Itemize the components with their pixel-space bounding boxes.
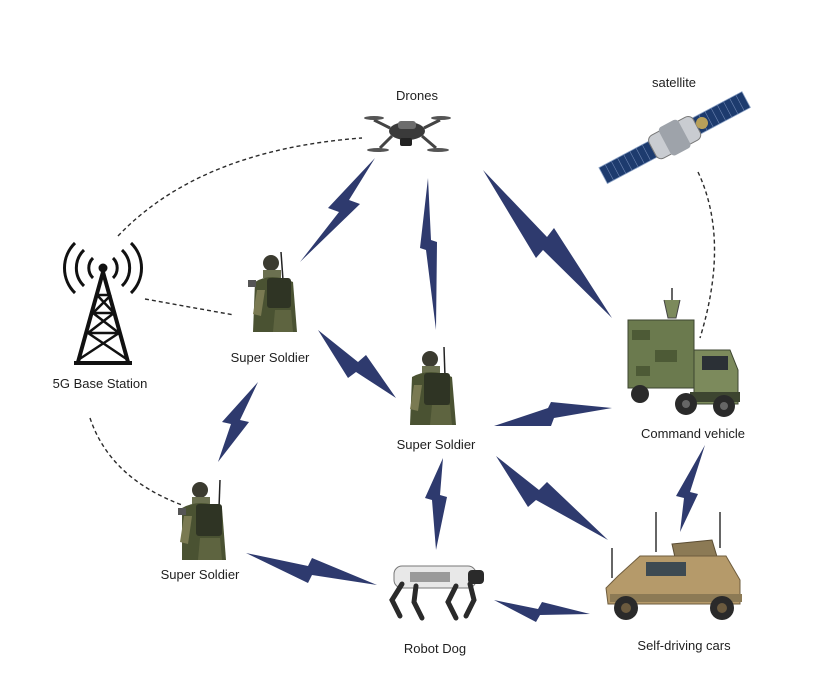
soldier-icon xyxy=(178,479,226,560)
dashed-links xyxy=(89,137,716,506)
command-vehicle-label: Command vehicle xyxy=(640,426,746,441)
bolt-soldier-left-robot xyxy=(246,553,377,585)
bolt-soldier-center-car xyxy=(496,456,608,540)
wireless-links xyxy=(218,158,705,622)
command-truck-icon xyxy=(627,288,740,417)
bolt-soldier-center-robot xyxy=(425,458,447,550)
drone-icon xyxy=(364,116,451,152)
dashed-link-base-drones xyxy=(117,137,363,237)
soldier-icon xyxy=(248,251,297,332)
soldier-top-label: Super Soldier xyxy=(230,350,310,365)
drones-label: Drones xyxy=(396,88,438,103)
bolt-soldier-soldier-center xyxy=(318,330,396,398)
bolt-drones-truck xyxy=(483,170,612,318)
bolt-drones-soldier-center xyxy=(420,178,437,330)
robot-dog-label: Robot Dog xyxy=(403,641,467,656)
dashed-link-satellite-truck xyxy=(697,171,716,339)
robot-dog-icon xyxy=(389,565,484,621)
self-driving-label: Self-driving cars xyxy=(637,638,731,653)
cell-tower-icon xyxy=(62,241,144,365)
dashed-link-base-soldier xyxy=(144,298,235,316)
satellite-icon xyxy=(598,91,751,185)
soldier-icon xyxy=(410,346,456,425)
armored-vehicle-icon xyxy=(605,512,742,620)
bolt-truck-car xyxy=(676,445,705,532)
bolt-robot-car xyxy=(494,600,590,622)
dashed-link-base-soldier-left xyxy=(89,417,183,506)
base-station-label: 5G Base Station xyxy=(52,376,148,391)
soldier-left-label: Super Soldier xyxy=(160,567,240,582)
bolt-soldier-center-truck xyxy=(494,402,612,426)
bolt-drones-soldier xyxy=(300,158,375,262)
satellite-label: satellite xyxy=(651,75,697,90)
soldier-center-label: Super Soldier xyxy=(396,437,476,452)
bolt-soldier-soldier-left xyxy=(218,382,258,462)
